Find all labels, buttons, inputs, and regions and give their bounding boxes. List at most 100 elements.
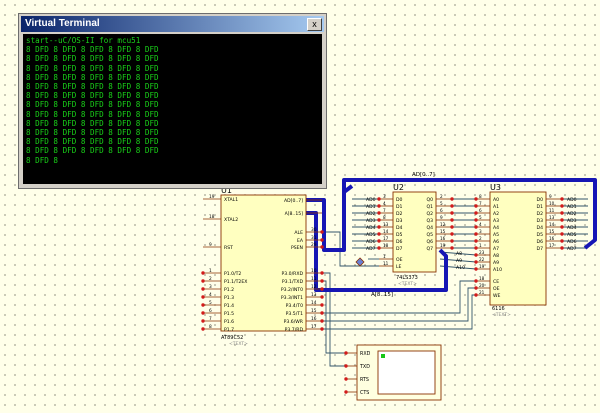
pin-endpoint (560, 204, 564, 208)
u2-ad-label: AD6 (366, 239, 376, 245)
u2-pin-name: D1 (396, 204, 403, 210)
u3-text-tag: <TEXT> (492, 312, 511, 318)
u2-pin-number: 7 (383, 208, 386, 213)
pin-endpoint (377, 239, 381, 243)
u2-pin-number: 8 (383, 215, 386, 220)
u2-pin-number: 15 (440, 229, 446, 234)
u2-pin-number: 19 (440, 243, 446, 248)
u1-pin-name: AD[0..7] (284, 198, 303, 204)
u3-pin-number: 9 (549, 194, 552, 199)
u1-pin-number: 12 (311, 284, 317, 290)
pin-endpoint (450, 204, 454, 208)
u2-oe-label: OE (396, 257, 403, 263)
u3-ad-label: AD5 (567, 232, 577, 238)
u3-pin-number: 6 (479, 208, 482, 213)
u2-pin-number: 1 (383, 254, 386, 259)
junction-marker-icon (355, 257, 365, 267)
u3-pin-name: A0 (493, 197, 499, 203)
u3-pin-name: A6 (493, 239, 499, 245)
pin-endpoint (320, 271, 324, 275)
u3-pins: A08A17A26A35A44A53A62A71A823A922A1019A8A… (456, 194, 577, 299)
u2-pin-number: 2 (440, 194, 443, 199)
a-bus-label: A[8..15] (371, 292, 393, 298)
u3-pin-name: D4 (537, 225, 544, 231)
u2-pin-name: Q3 (426, 218, 433, 224)
u1-microcontroller[interactable]: U1 AT89C52 <TEXT> XTAL119XTAL218RST9P1.0… (201, 186, 324, 347)
wire (322, 272, 346, 367)
u2-pin-number: 5 (440, 201, 443, 206)
pin-endpoint (320, 230, 324, 234)
u3-ad-label: AD0 (567, 197, 577, 203)
u1-pin-number: 14 (311, 300, 317, 306)
pin-endpoint (450, 239, 454, 243)
u2-ad-label: AD2 (366, 211, 376, 217)
u2-pin-number: 9 (440, 215, 443, 220)
u3-sram[interactable]: U3 6116 <TEXT> A08A17A26A35A44A53A62A71A… (456, 183, 577, 318)
u1-pin-number: 18 (209, 214, 215, 220)
u2-pin-name: D5 (396, 232, 403, 238)
u2-pin-name: Q5 (426, 232, 433, 238)
terminal-title-bar[interactable]: Virtual Terminal x (21, 16, 324, 32)
pin-endpoint (320, 295, 324, 299)
u1-ref: U1 (221, 186, 232, 195)
pin-endpoint (560, 232, 564, 236)
u3-pin-name: D3 (537, 218, 544, 224)
u1-pin-name: P3.5/T1 (286, 311, 303, 317)
u3-ext-label: A8 (456, 251, 462, 257)
u1-right-pins: AD[0..7]A[8..15]ALE30EA31PSEN29P3.0/RXD1… (281, 198, 324, 333)
u1-pin-name: P3.2/INT0 (281, 287, 303, 293)
u2-ad-label: AD7 (366, 246, 376, 252)
u3-pin-number: 17 (549, 243, 555, 248)
u1-pin-name: P1.5 (224, 311, 234, 317)
pin-endpoint (450, 211, 454, 215)
u1-pin-name: XTAL2 (224, 217, 238, 223)
virtual-terminal-window[interactable]: Virtual Terminal x start--uC/OS-II for m… (18, 13, 327, 189)
u3-pin-name: A3 (493, 218, 499, 224)
u2-pin-number: 12 (440, 222, 446, 227)
pin-endpoint (201, 303, 205, 307)
u1-pin-name: ALE (294, 230, 303, 236)
u1-pin-name: PSEN (291, 245, 303, 251)
u1-pin-number: 9 (209, 242, 212, 248)
pin-endpoint (377, 225, 381, 229)
u2-pin-number: 6 (440, 208, 443, 213)
pin-endpoint (320, 303, 324, 307)
u1-pin-name: P1.0/T2 (224, 271, 241, 277)
u2-pin-name: Q2 (426, 211, 433, 217)
terminal-line: 8 DFD 8 DFD 8 DFD 8 DFD 8 DFD (26, 137, 159, 147)
u2-pin-number: 14 (383, 229, 389, 234)
u1-pin-number: 8 (209, 324, 212, 330)
u2-pin-number: 4 (383, 201, 386, 206)
u3-ad-label: AD3 (567, 218, 577, 224)
u2-text-tag: <TEXT> (398, 281, 417, 287)
pin-endpoint (560, 211, 564, 215)
serial-pin-label: RTS (360, 377, 369, 383)
u2-pin-name: Q6 (426, 239, 433, 245)
pin-endpoint (320, 311, 324, 315)
u3-ctrl-label: OE (493, 286, 500, 292)
u1-pin-number: 2 (209, 276, 212, 282)
u1-pin-name: P1.3 (224, 295, 234, 301)
u3-pin-number: 18 (479, 276, 485, 281)
pin-endpoint (377, 204, 381, 208)
u3-ref: U3 (490, 183, 501, 192)
pin-endpoint (377, 232, 381, 236)
u2-ad-label: AD3 (366, 218, 376, 224)
terminal-line: 8 DFD 8 DFD 8 DFD 8 DFD 8 DFD (26, 45, 159, 55)
u1-pin-number: 5 (209, 300, 212, 306)
pin-endpoint (560, 225, 564, 229)
terminal-close-button[interactable]: x (307, 18, 322, 31)
u3-pin-name: A8 (493, 253, 499, 259)
serial-pin-label: TXD (359, 364, 370, 370)
u3-pin-number: 2 (479, 236, 482, 241)
u2-pin-name: Q1 (426, 204, 433, 210)
u1-pin-name: P1.4 (224, 303, 234, 309)
u3-ad-label: AD4 (567, 225, 577, 231)
terminal-line: 8 DFD 8 DFD 8 DFD 8 DFD 8 DFD (26, 128, 159, 138)
pin-endpoint (320, 327, 324, 331)
